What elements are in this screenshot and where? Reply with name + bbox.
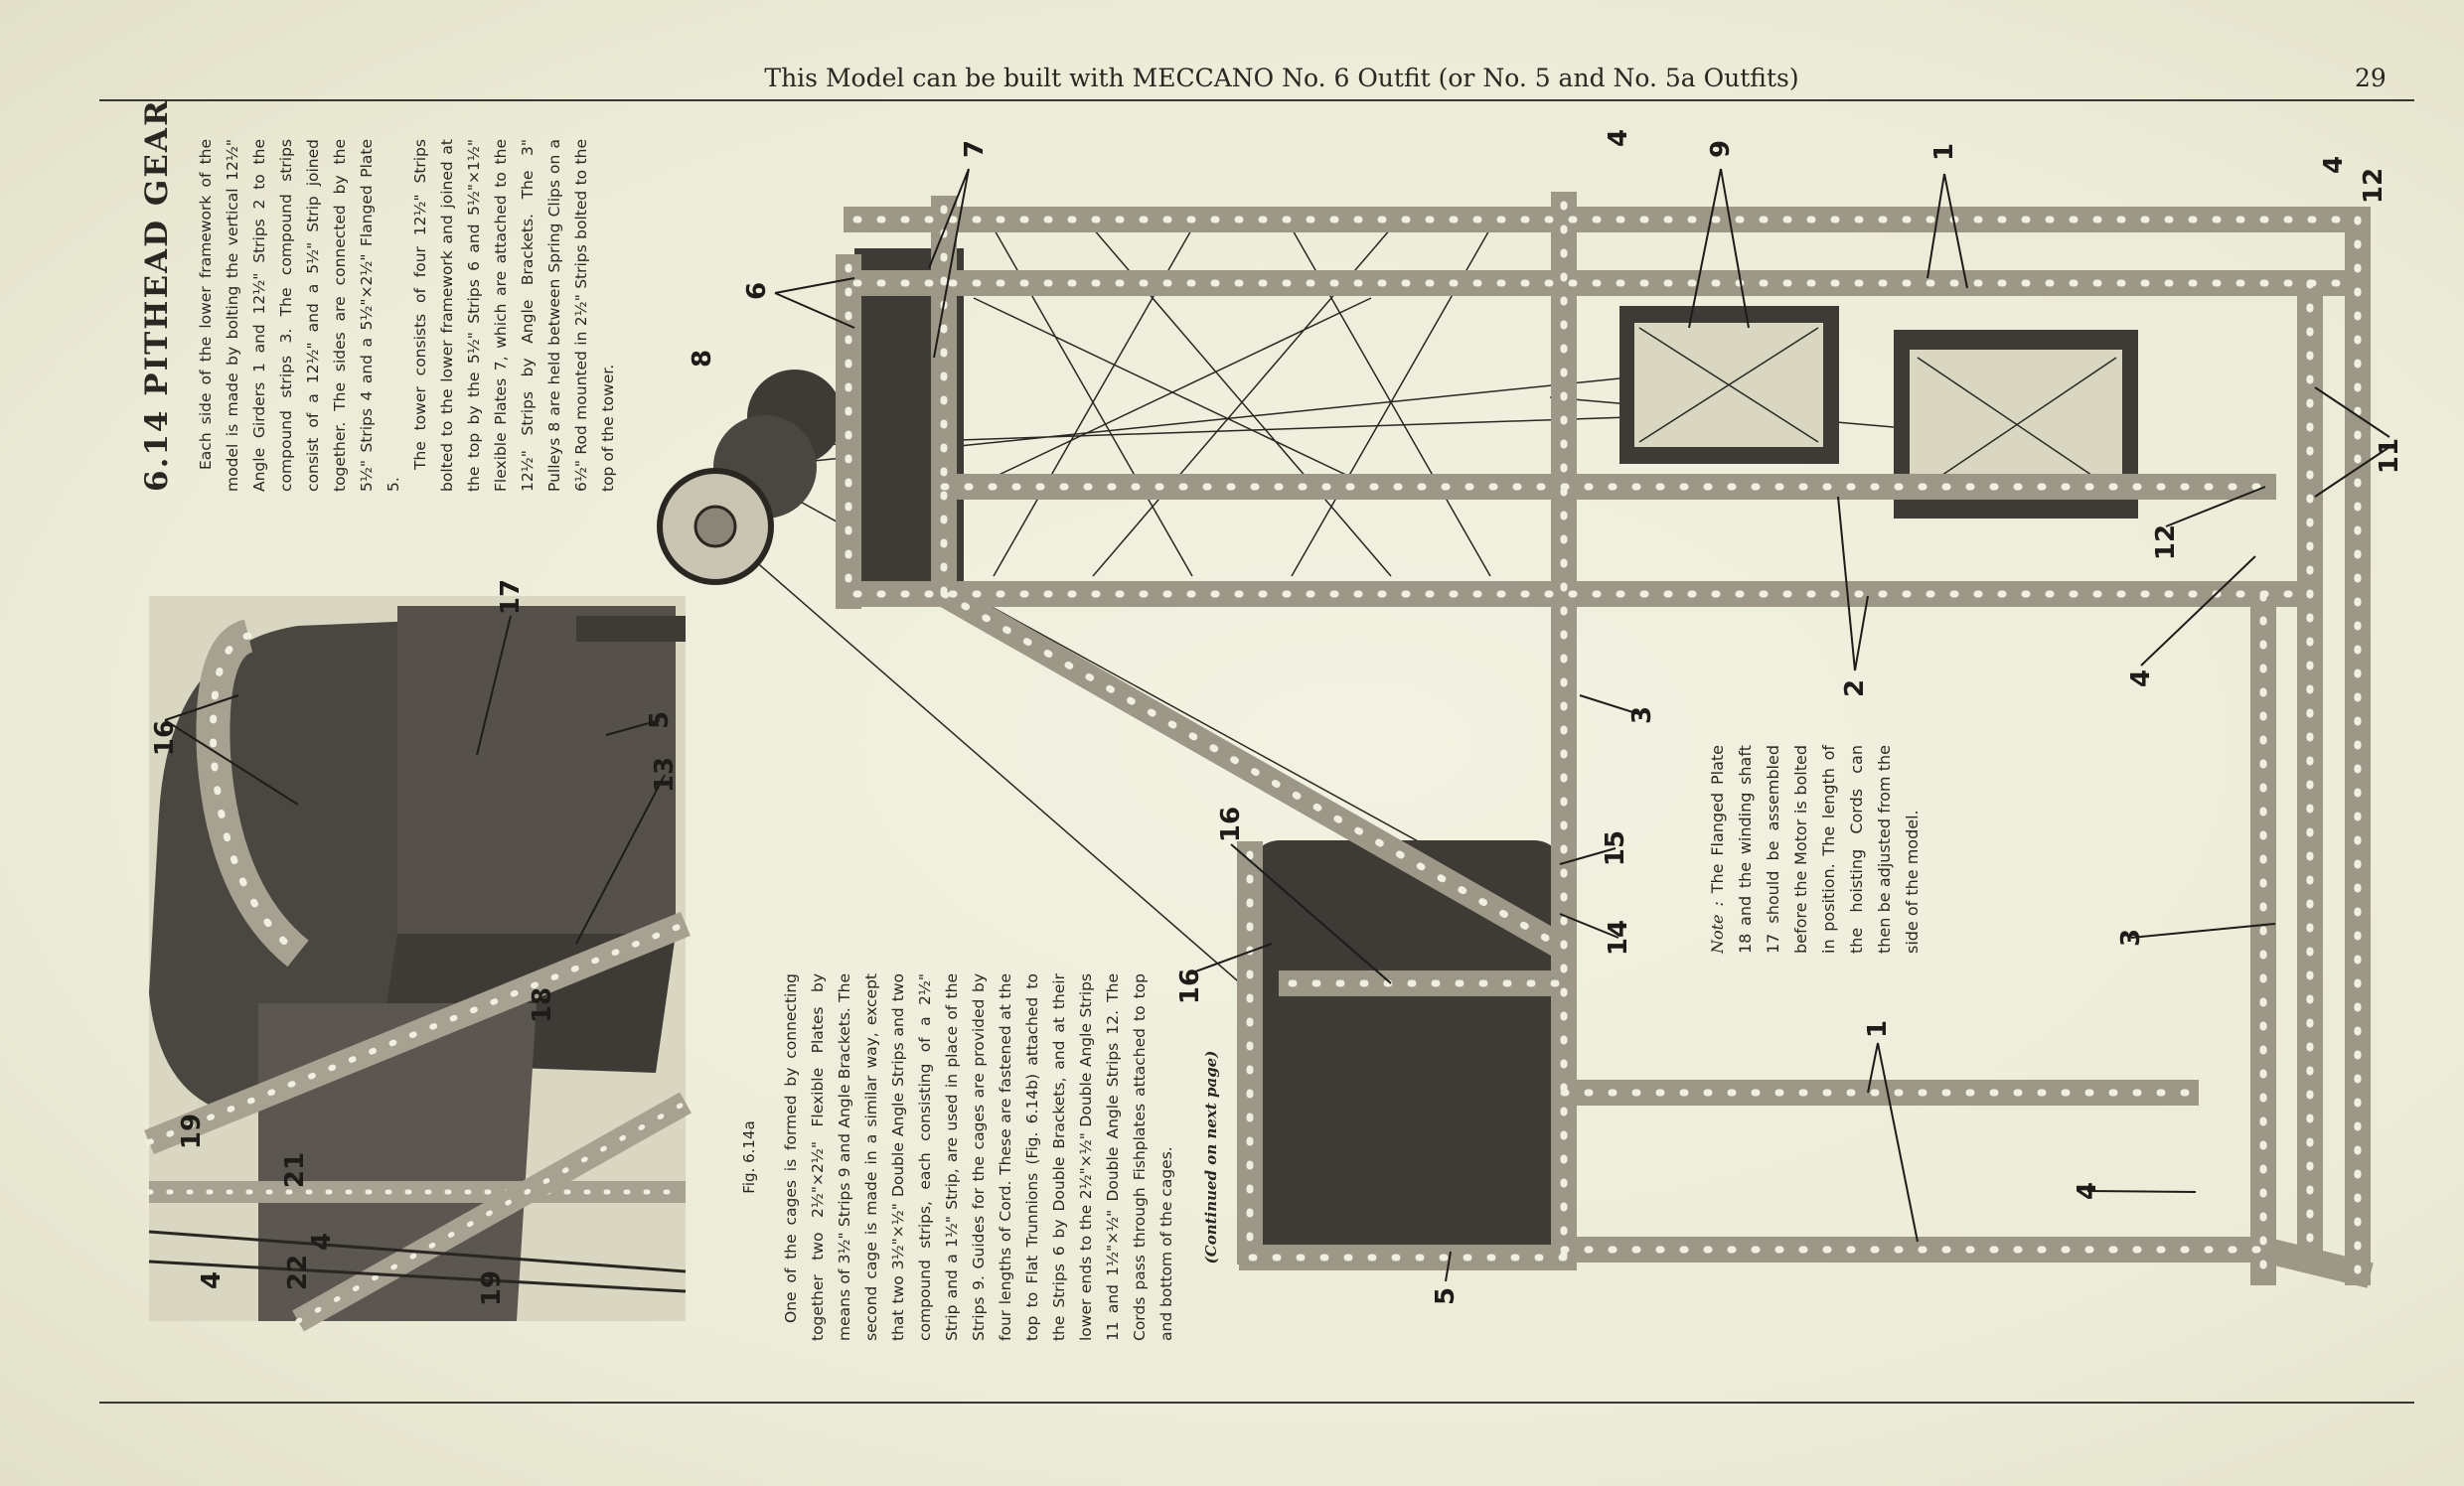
cage-paragraph: One of the cages is formed by connecting…: [782, 973, 1175, 1341]
bottom-rule: [99, 1402, 2414, 1404]
callout-label: 4: [197, 1270, 227, 1290]
model-description: 6.14 PITHEAD GEAR Each side of the lower…: [139, 98, 622, 492]
callout-label: 1: [1929, 142, 1959, 162]
figure-6-14b-illustration: [144, 596, 692, 1332]
callout-label: 22: [283, 1254, 313, 1291]
callout-label: 4: [307, 1232, 337, 1252]
callout-label: 17: [496, 578, 526, 616]
description-paragraph: Each side of the lower framework of the …: [197, 139, 402, 492]
callout-label: 5: [1431, 1286, 1461, 1306]
top-rule: [99, 99, 2414, 101]
figure-a-description: Fig. 6.14a One of the cages is formed by…: [740, 973, 1235, 1341]
page-number: 29: [2355, 64, 2387, 92]
callout-label: 21: [280, 1151, 310, 1189]
callout-label: 11: [2375, 437, 2404, 475]
pithead-gear-illustration: [164, 168, 2390, 1288]
callout-label: 14: [1604, 919, 1633, 957]
callout-label: 18: [528, 986, 557, 1024]
callout-label: 2: [1840, 678, 1870, 698]
assembly-note: Note : The Flanged Plate 18 and the wind…: [1704, 745, 1926, 954]
note-text: The Flanged Plate 18 and the winding sha…: [1708, 745, 1922, 954]
callout-label: 4: [2126, 669, 2156, 688]
note-label: Note :: [1708, 901, 1727, 954]
callout-label: 4: [1604, 128, 1633, 148]
callout-label: 3: [2116, 928, 2146, 948]
callout-label: 8: [688, 349, 717, 369]
callout-label: 16: [150, 719, 180, 757]
callout-label: 9: [1706, 139, 1736, 159]
callout-label: 4: [2073, 1181, 2102, 1201]
page-header: This Model can be built with MECCANO No.…: [764, 64, 1799, 92]
callout-label: 3: [1627, 705, 1657, 725]
callout-label: 1: [1863, 1019, 1893, 1039]
callout-label: 12: [2359, 167, 2388, 205]
callout-label: 19: [177, 1113, 207, 1150]
callout-label: 4: [2319, 155, 2349, 175]
model-title: 6.14 PITHEAD GEAR: [139, 98, 175, 492]
callout-label: 15: [1601, 829, 1630, 867]
callout-label: 6: [742, 281, 772, 301]
description-paragraph: The tower consists of four 12½" Strips b…: [411, 139, 617, 492]
continued-note: (Continued on next page): [1202, 1050, 1220, 1264]
callout-label: 16: [1175, 967, 1205, 1005]
callout-label: 19: [477, 1269, 507, 1307]
callout-label: 16: [1216, 806, 1246, 843]
callout-label: 12: [2151, 523, 2181, 561]
callout-label: 7: [960, 139, 990, 159]
callout-label: 13: [650, 756, 680, 794]
callout-label: 5: [645, 710, 675, 730]
figure-caption: Fig. 6.14a: [740, 1120, 758, 1194]
